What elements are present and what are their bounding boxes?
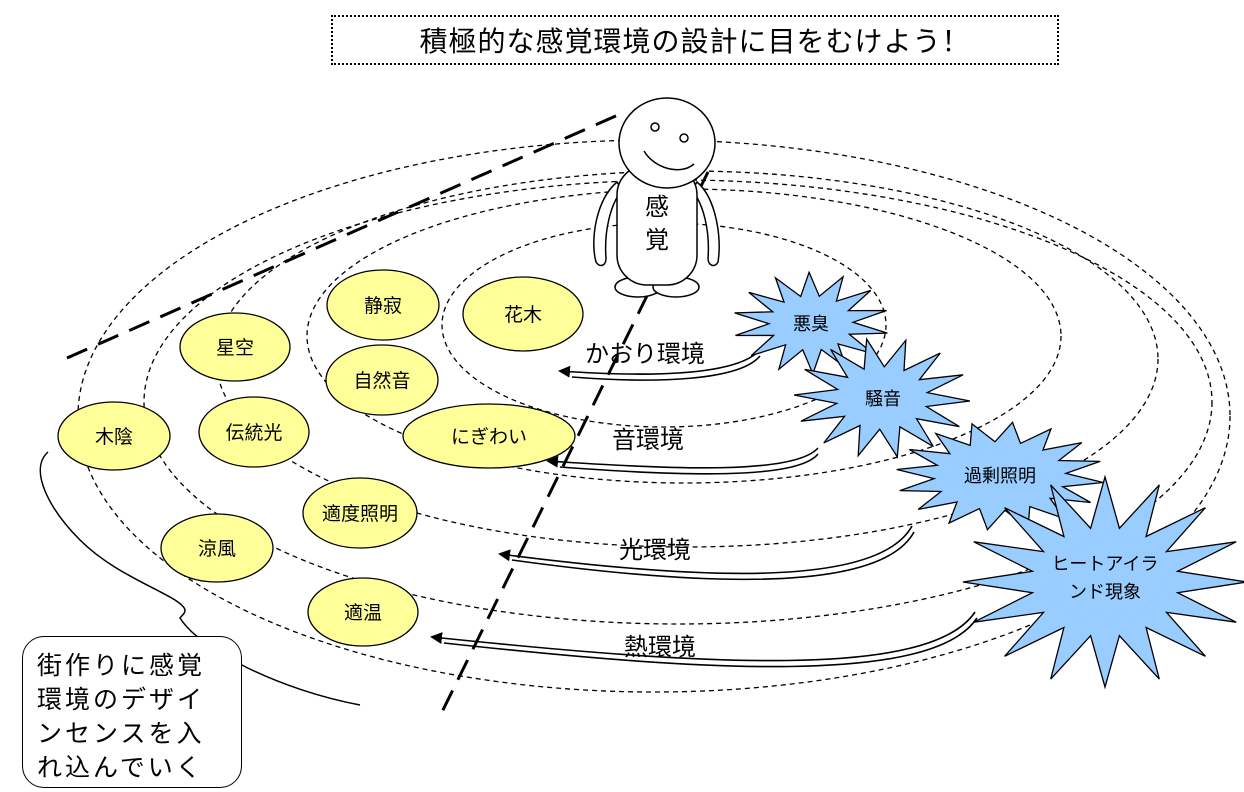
element-dento-ko: 伝統光 bbox=[198, 396, 310, 468]
burst-label-heat-island-1: ヒートアイラ bbox=[1051, 554, 1158, 575]
svg-text:静寂: 静寂 bbox=[364, 295, 402, 317]
note-line: れ込んでいく bbox=[37, 753, 204, 782]
note-line: 環境のデザイ bbox=[37, 685, 206, 714]
element-ryofu: 涼風 bbox=[160, 513, 274, 583]
person-label: 感 覚 bbox=[645, 193, 669, 254]
burst-heat-island bbox=[962, 474, 1244, 690]
arrow-sound bbox=[546, 447, 819, 469]
burst-kajo-shomei bbox=[896, 421, 1104, 531]
element-kokage: 木陰 bbox=[57, 401, 171, 471]
svg-text:適度照明: 適度照明 bbox=[322, 503, 398, 525]
arrow-heat bbox=[430, 611, 976, 662]
burst-label-heat-island-2: ンド現象 bbox=[1069, 582, 1141, 603]
svg-text:花木: 花木 bbox=[504, 304, 542, 326]
burst-label-soon: 騒音 bbox=[865, 389, 901, 410]
svg-text:涼風: 涼風 bbox=[198, 538, 236, 560]
person-right-arm bbox=[691, 180, 720, 267]
svg-text:伝統光: 伝統光 bbox=[225, 422, 282, 444]
element-seijaku: 静寂 bbox=[326, 269, 440, 341]
env-label-light: 光環境 bbox=[619, 536, 691, 564]
burst-soon bbox=[793, 337, 971, 459]
env-label-scent: かおり環境 bbox=[585, 340, 705, 368]
ring-core bbox=[441, 222, 887, 428]
environment-labels: かおり環境 音環境 光環境 熱環境 bbox=[585, 340, 705, 661]
arrow-scent bbox=[558, 349, 761, 378]
person-left-eye bbox=[650, 122, 660, 132]
arrow-light bbox=[498, 525, 913, 575]
element-hoshizora: 星空 bbox=[179, 312, 291, 382]
burst-label-akushu: 悪臭 bbox=[793, 314, 829, 335]
person-right-eye bbox=[679, 133, 689, 143]
person-label-char-1: 感 bbox=[645, 193, 669, 221]
negative-elements bbox=[734, 270, 1244, 690]
note-line: 街作りに感覚 bbox=[37, 651, 206, 680]
element-tekion: 適温 bbox=[307, 577, 419, 647]
person-left-arm bbox=[593, 180, 623, 267]
svg-text:にぎわい: にぎわい bbox=[451, 426, 527, 448]
svg-text:適温: 適温 bbox=[344, 602, 382, 624]
burst-label-kajo-shomei: 過剰照明 bbox=[964, 466, 1036, 487]
person-figure bbox=[593, 97, 720, 298]
positive-elements: 花木 静寂 自然音 にぎわい 星空 伝統光 適度照明 木陰 bbox=[57, 269, 584, 647]
note-line: ンセンスを入 bbox=[37, 719, 205, 748]
element-tekido-shomei: 適度照明 bbox=[302, 477, 418, 549]
element-kaboku: 花木 bbox=[462, 276, 584, 352]
left-brace bbox=[39, 451, 361, 706]
element-nigiwai: にぎわい bbox=[402, 403, 576, 469]
svg-text:星空: 星空 bbox=[216, 337, 254, 359]
person-head bbox=[618, 97, 716, 189]
ring-scent bbox=[306, 188, 1062, 484]
env-label-heat: 熱環境 bbox=[624, 633, 696, 661]
person-smile bbox=[643, 150, 695, 171]
person-label-char-2: 覚 bbox=[645, 226, 669, 254]
svg-text:自然音: 自然音 bbox=[353, 370, 410, 392]
svg-text:木陰: 木陰 bbox=[95, 426, 133, 448]
note-callout: 街作りに感覚 環境のデザイ ンセンスを入 れ込んでいく bbox=[22, 636, 242, 788]
element-shizen-on: 自然音 bbox=[325, 344, 439, 416]
environment-arrows bbox=[430, 349, 978, 668]
page-title: 積極的な感覚環境の設計に目をむけよう！ bbox=[331, 15, 1059, 65]
negative-labels: 悪臭 騒音 過剰照明 ヒートアイラ ンド現象 bbox=[793, 314, 1159, 603]
env-label-sound: 音環境 bbox=[612, 426, 684, 454]
burst-akushu bbox=[734, 270, 888, 376]
